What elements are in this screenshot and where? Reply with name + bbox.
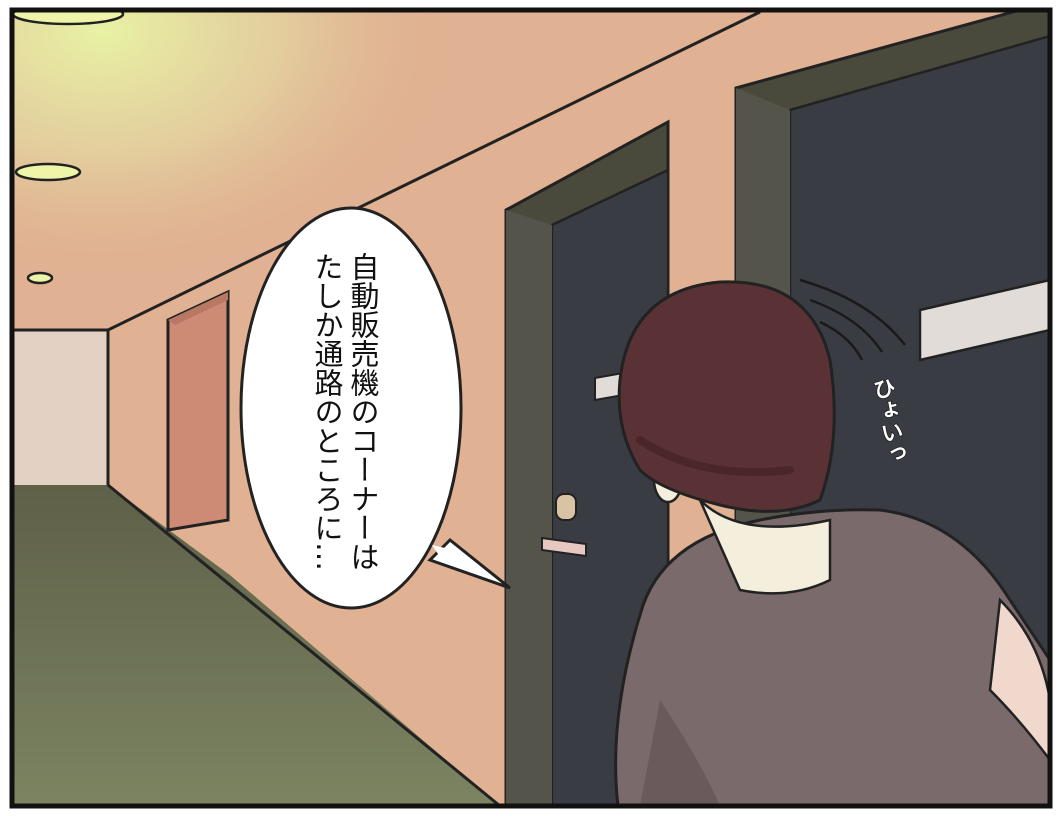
door-lock <box>555 493 577 521</box>
hair <box>617 280 836 513</box>
neck <box>698 499 832 595</box>
door-handle <box>541 536 587 558</box>
floor <box>12 485 500 806</box>
panel-border <box>9 7 1053 809</box>
shirt <box>614 508 1050 806</box>
side-doorway <box>166 289 230 532</box>
character <box>614 280 1050 806</box>
ceiling-light <box>12 10 125 26</box>
ceiling-light <box>26 271 54 285</box>
speech-line-2: たしか通路のところに… <box>310 252 344 571</box>
speech-bubble <box>239 206 511 610</box>
ceiling-light <box>14 162 82 182</box>
speech-line-1: 自動販売機のコーナーは <box>346 252 380 571</box>
far-wall <box>12 330 108 485</box>
